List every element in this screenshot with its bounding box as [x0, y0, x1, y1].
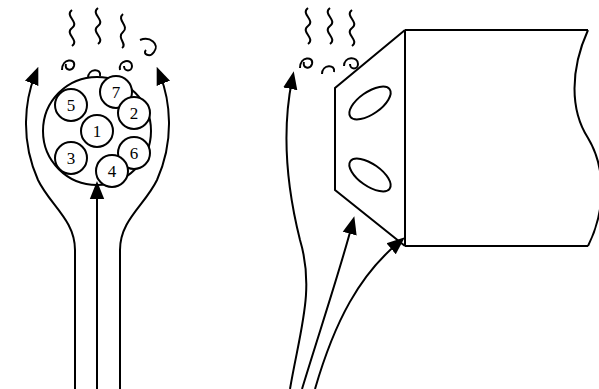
tube-circle: 1 [80, 114, 114, 148]
tube-number: 2 [117, 96, 151, 130]
streamline [287, 80, 307, 389]
nozzle-cone [335, 30, 405, 246]
streamline [315, 243, 398, 389]
tube-number: 4 [95, 154, 129, 188]
nozzle-body [405, 30, 588, 246]
nozzle-port [344, 80, 396, 126]
nozzle-port [344, 152, 396, 198]
streamline [96, 190, 98, 389]
wake-swirl [88, 70, 100, 78]
break-line [575, 30, 599, 246]
tube-circle: 4 [95, 154, 129, 188]
wake-swirl [96, 8, 101, 44]
wake-swirl [62, 60, 74, 70]
tube-number: 3 [54, 141, 88, 175]
tube-circle: 2 [117, 96, 151, 130]
wake-swirl [300, 58, 312, 68]
wake-swirl [140, 39, 156, 55]
tube-circle: 3 [54, 141, 88, 175]
wake-swirl [350, 10, 355, 46]
tube-number: 5 [54, 88, 88, 122]
streamline [26, 75, 75, 389]
wake-swirl [328, 8, 333, 44]
wake-swirl [121, 14, 125, 48]
wake-swirl [120, 61, 132, 70]
wake-swirl [306, 8, 311, 44]
streamline [302, 225, 352, 389]
wake-swirl [322, 66, 334, 74]
tube-circle: 5 [54, 88, 88, 122]
wake-swirl [344, 58, 358, 68]
tube-number: 1 [80, 114, 114, 148]
wake-swirl [70, 10, 75, 46]
